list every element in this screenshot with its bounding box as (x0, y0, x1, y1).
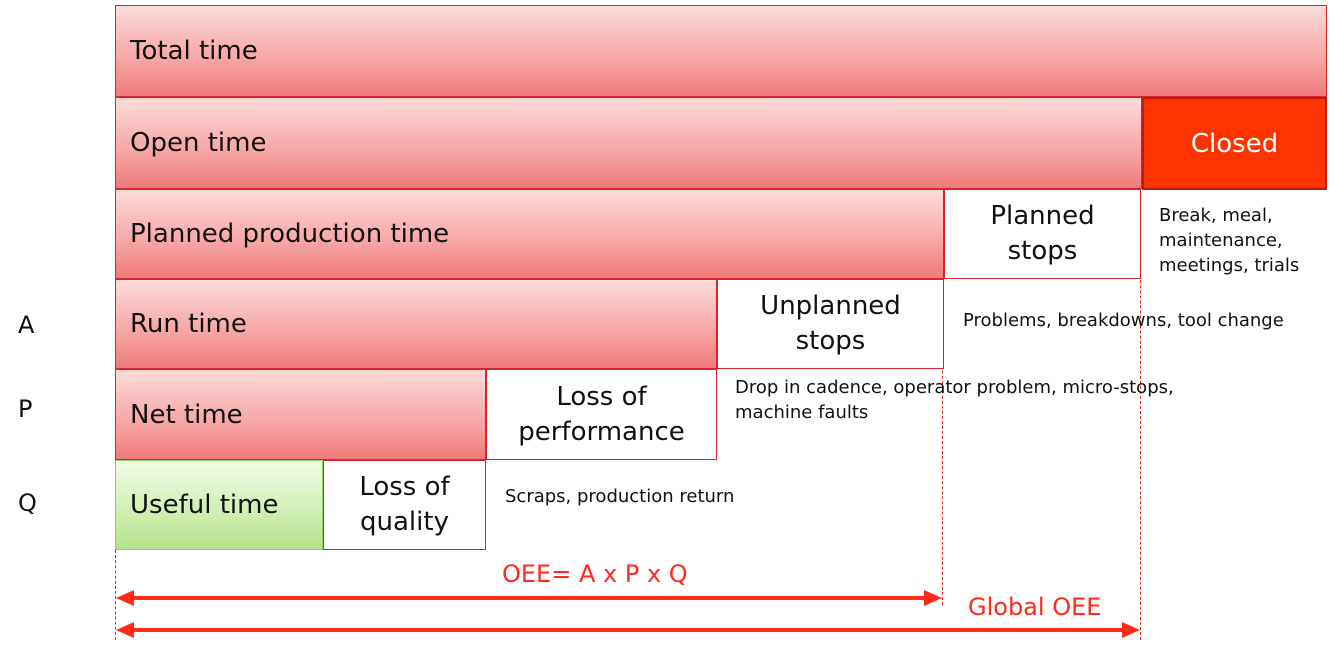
oee-arrow (116, 590, 942, 606)
loss-of-quality-box: Loss of quality (323, 460, 486, 550)
guide-line-global-oee (1140, 190, 1141, 640)
closed-box: Closed (1142, 97, 1327, 190)
total-time-bar: Total time (115, 5, 1327, 97)
row-letter-q: Q (18, 489, 37, 517)
useful-time-label: Useful time (130, 490, 279, 520)
global-oee-label: Global OEE (968, 593, 1102, 621)
net-time-bar: Net time (115, 369, 486, 460)
open-time-bar: Open time (115, 97, 1142, 189)
planned-stops-box: Planned stops (944, 189, 1141, 279)
loss-of-quality-label: Loss of quality (359, 472, 450, 537)
row-letter-a: A (18, 311, 35, 339)
closed-label: Closed (1190, 128, 1279, 159)
unplanned-stops-box: Unplanned stops (717, 279, 944, 369)
run-time-label: Run time (130, 309, 247, 339)
global-oee-arrow (116, 622, 1140, 638)
performance-note: Drop in cadence, operator problem, micro… (735, 377, 1174, 423)
loss-of-performance-label: Loss of performance (518, 381, 685, 447)
guide-line-left (115, 550, 116, 640)
oee-formula-label: OEE= A x P x Q (502, 560, 688, 588)
planned-production-time-bar: Planned production time (115, 189, 944, 279)
net-time-label: Net time (130, 399, 243, 430)
planned-stops-label: Planned stops (990, 201, 1095, 266)
unplanned-stops-note: Problems, breakdowns, tool change (963, 310, 1284, 331)
total-time-label: Total time (130, 36, 258, 66)
planned-stops-note: Break, meal, maintenance, meetings, tria… (1159, 205, 1300, 276)
planned-production-time-label: Planned production time (130, 219, 450, 249)
loss-of-performance-box: Loss of performance (486, 369, 717, 460)
open-time-label: Open time (130, 128, 267, 158)
run-time-bar: Run time (115, 279, 717, 369)
row-letter-p: P (18, 395, 33, 423)
quality-note: Scraps, production return (505, 486, 735, 507)
guide-line-oee (942, 280, 943, 605)
useful-time-bar: Useful time (115, 460, 323, 550)
unplanned-stops-label: Unplanned stops (760, 291, 901, 356)
